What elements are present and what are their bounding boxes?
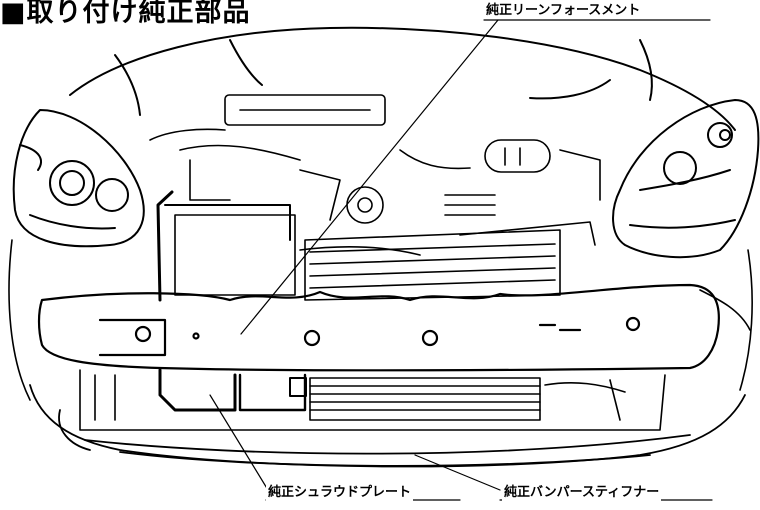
radiator-core-lower <box>79 369 666 431</box>
reinforcement-beam <box>37 283 720 372</box>
shroud-plate-label: 純正シュラウドプレート <box>266 485 414 501</box>
shroud-plate <box>156 190 307 412</box>
fender-lines <box>8 239 753 401</box>
leader-lines <box>209 19 713 501</box>
right-headlamp <box>612 99 760 259</box>
radiator-core-upper <box>174 214 596 301</box>
engine-bay <box>149 94 601 224</box>
bumper-stiffener-label: 純正バンパースティフナー <box>502 485 662 501</box>
hood-outline <box>69 26 736 131</box>
left-headlamp <box>12 109 145 248</box>
page-heading: ■取り付け純正部品 <box>0 0 251 28</box>
reinforcement-label: 純正リーンフォースメント <box>484 3 643 19</box>
bumper-stiffener <box>29 384 746 468</box>
